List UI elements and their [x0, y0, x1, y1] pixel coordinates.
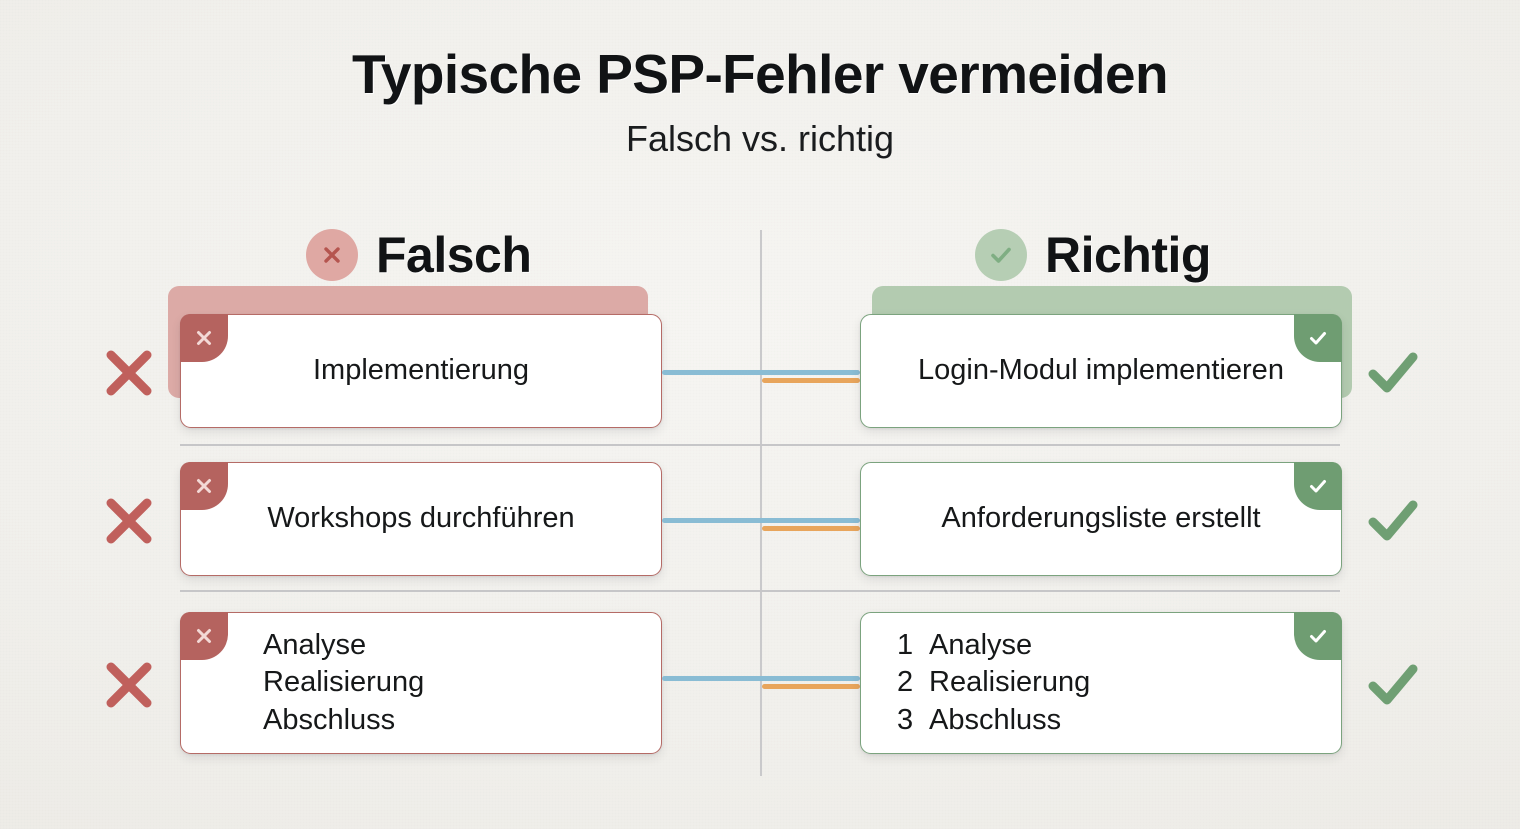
check-mark-icon [1360, 488, 1426, 554]
x-mark-icon [96, 652, 162, 718]
x-icon [180, 462, 228, 510]
check-mark-icon [1360, 340, 1426, 406]
list-item-number: 3 [897, 703, 914, 736]
check-icon [1294, 314, 1342, 362]
wrong-card[interactable]: Analyse Realisierung Abschluss [180, 612, 662, 754]
column-header-wrong-label: Falsch [376, 227, 532, 283]
x-icon [180, 612, 228, 660]
connector-line-orange [762, 378, 860, 383]
row-divider-2 [180, 590, 1340, 592]
right-card-text: Anforderungsliste erstellt [941, 502, 1261, 535]
right-card-list: 1 Analyse 2 Realisierung 3 Abschluss [861, 627, 1341, 738]
comparison-row: Workshops durchführen Anforderungsliste … [0, 452, 1520, 584]
connector-line-orange [762, 526, 860, 531]
check-circle-icon [975, 229, 1027, 281]
page-title: Typische PSP-Fehler vermeiden [351, 43, 1169, 105]
right-card-text: Login-Modul implementieren [918, 354, 1284, 387]
x-circle-icon [306, 229, 358, 281]
right-card[interactable]: Login-Modul implementieren [860, 314, 1342, 428]
list-item-number: 2 [897, 666, 914, 699]
column-header-right-label: Richtig [1045, 227, 1211, 283]
list-item: Abschluss [263, 703, 396, 736]
connector-line-blue [662, 518, 860, 523]
list-item: 3 Abschluss [897, 702, 1323, 739]
list-item: Analyse [263, 629, 367, 662]
connector-line-blue [662, 370, 860, 375]
list-item: 1 Analyse [897, 627, 1323, 664]
row-divider-1 [180, 444, 1340, 446]
list-item-number: 1 [897, 629, 914, 662]
list-item-label: Abschluss [929, 703, 1062, 736]
comparison-row: Implementierung Login-Modul implementier… [0, 286, 1520, 440]
x-mark-icon [96, 488, 162, 554]
list-item: 2 Realisierung [897, 664, 1323, 701]
page-subtitle: Falsch vs. richtig [625, 118, 895, 159]
right-card[interactable]: 1 Analyse 2 Realisierung 3 Abschluss [860, 612, 1342, 754]
list-item-label: Realisierung [929, 666, 1091, 699]
wrong-card-text: Implementierung [313, 354, 529, 387]
comparison-row: Analyse Realisierung Abschluss 1 Analyse … [0, 604, 1520, 762]
column-header-wrong: Falsch [306, 222, 532, 288]
right-card[interactable]: Anforderungsliste erstellt [860, 462, 1342, 576]
wrong-card[interactable]: Workshops durchführen [180, 462, 662, 576]
connector-line-blue [662, 676, 860, 681]
x-icon [180, 314, 228, 362]
check-icon [1294, 462, 1342, 510]
list-item: Realisierung [263, 666, 425, 699]
wrong-card-text: Workshops durchführen [267, 502, 575, 535]
check-mark-icon [1360, 652, 1426, 718]
wrong-card-list: Analyse Realisierung Abschluss [181, 627, 661, 738]
x-mark-icon [96, 340, 162, 406]
center-divider [760, 230, 762, 776]
column-header-right: Richtig [975, 222, 1211, 288]
check-icon [1294, 612, 1342, 660]
wrong-card[interactable]: Implementierung [180, 314, 662, 428]
connector-line-orange [762, 684, 860, 689]
list-item-label: Analyse [929, 629, 1033, 662]
